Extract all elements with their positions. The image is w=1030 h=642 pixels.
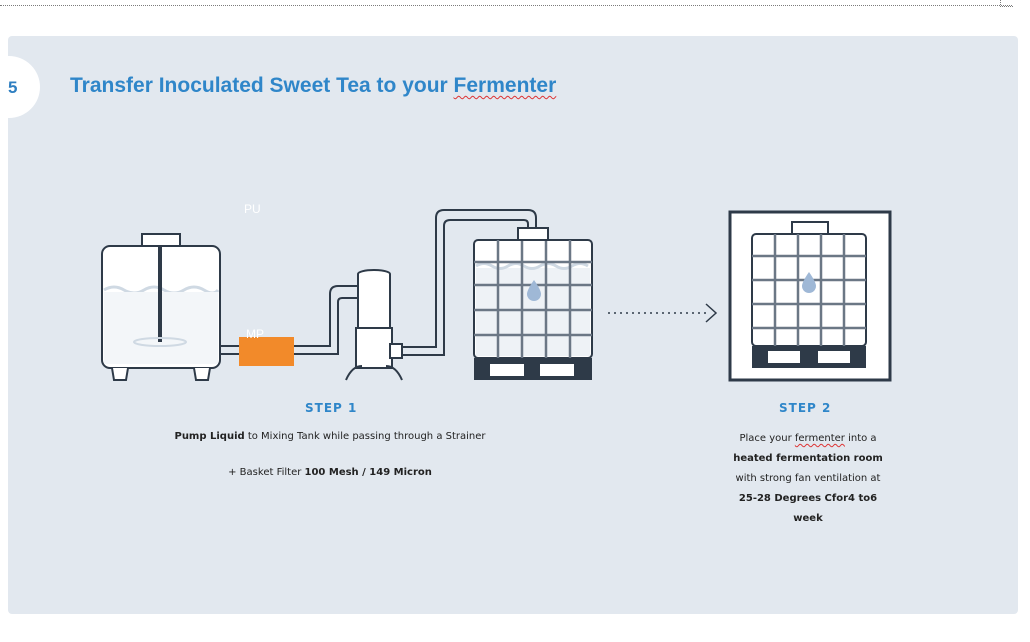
strainer-icon <box>345 269 403 381</box>
pump-label: PU <box>244 202 261 216</box>
step2-line1-b: into a <box>844 433 877 444</box>
step2-line1: Place your fermenter into a <box>712 429 904 449</box>
step2-fermenter-word: fermenter <box>794 433 845 444</box>
outlet-pipe <box>402 209 537 356</box>
step2-line3: with strong fan ventilation at <box>735 473 881 484</box>
step2-line5: week <box>712 509 904 529</box>
step2-line4: 25-28 Degrees Cfor4 to6 <box>712 489 904 509</box>
step2-room: heated fermentation room <box>733 453 883 464</box>
step2-line1-a: Place your <box>739 433 795 444</box>
step2-heading: STEP 2 <box>779 401 832 415</box>
mixing-tank-icon <box>101 233 221 381</box>
inlet-pipe <box>220 285 358 355</box>
mixing-pump-label: MP <box>246 327 264 341</box>
corner-marker <box>1000 0 1013 7</box>
step1-text: to Mixing Tank while passing through a S… <box>244 431 486 442</box>
step2-temperature: 25-28 Degrees Cfor4 to6 <box>738 493 878 504</box>
title-fermenter-word: Fermenter <box>453 74 557 97</box>
step1-heading: STEP 1 <box>305 401 358 415</box>
fermenter-room-icon <box>728 210 892 382</box>
top-dotted-border <box>0 5 1012 6</box>
section-title: Transfer Inoculated Sweet Tea to your Fe… <box>70 74 556 98</box>
transition-arrow <box>608 303 718 323</box>
pump-icon <box>239 337 294 366</box>
step1-bold-start: Pump Liquid <box>174 431 245 442</box>
step1-filter-line: + Basket Filter 100 Mesh / 149 Micron <box>170 467 490 478</box>
ibc-tote-icon <box>473 227 593 380</box>
title-prefix: Transfer Inoculated Sweet Tea to your <box>70 74 454 97</box>
step2-line2: heated fermentation room <box>712 449 904 469</box>
section-number: 5 <box>8 78 18 97</box>
step1-filter-prefix: + Basket Filter <box>228 467 305 478</box>
step2-description: Place your fermenter into a heated ferme… <box>712 429 904 529</box>
step1-description: Pump Liquid to Mixing Tank while passing… <box>170 429 490 444</box>
step1-filter-spec: 100 Mesh / 149 Micron <box>304 467 432 478</box>
step2-duration: week <box>793 513 823 524</box>
